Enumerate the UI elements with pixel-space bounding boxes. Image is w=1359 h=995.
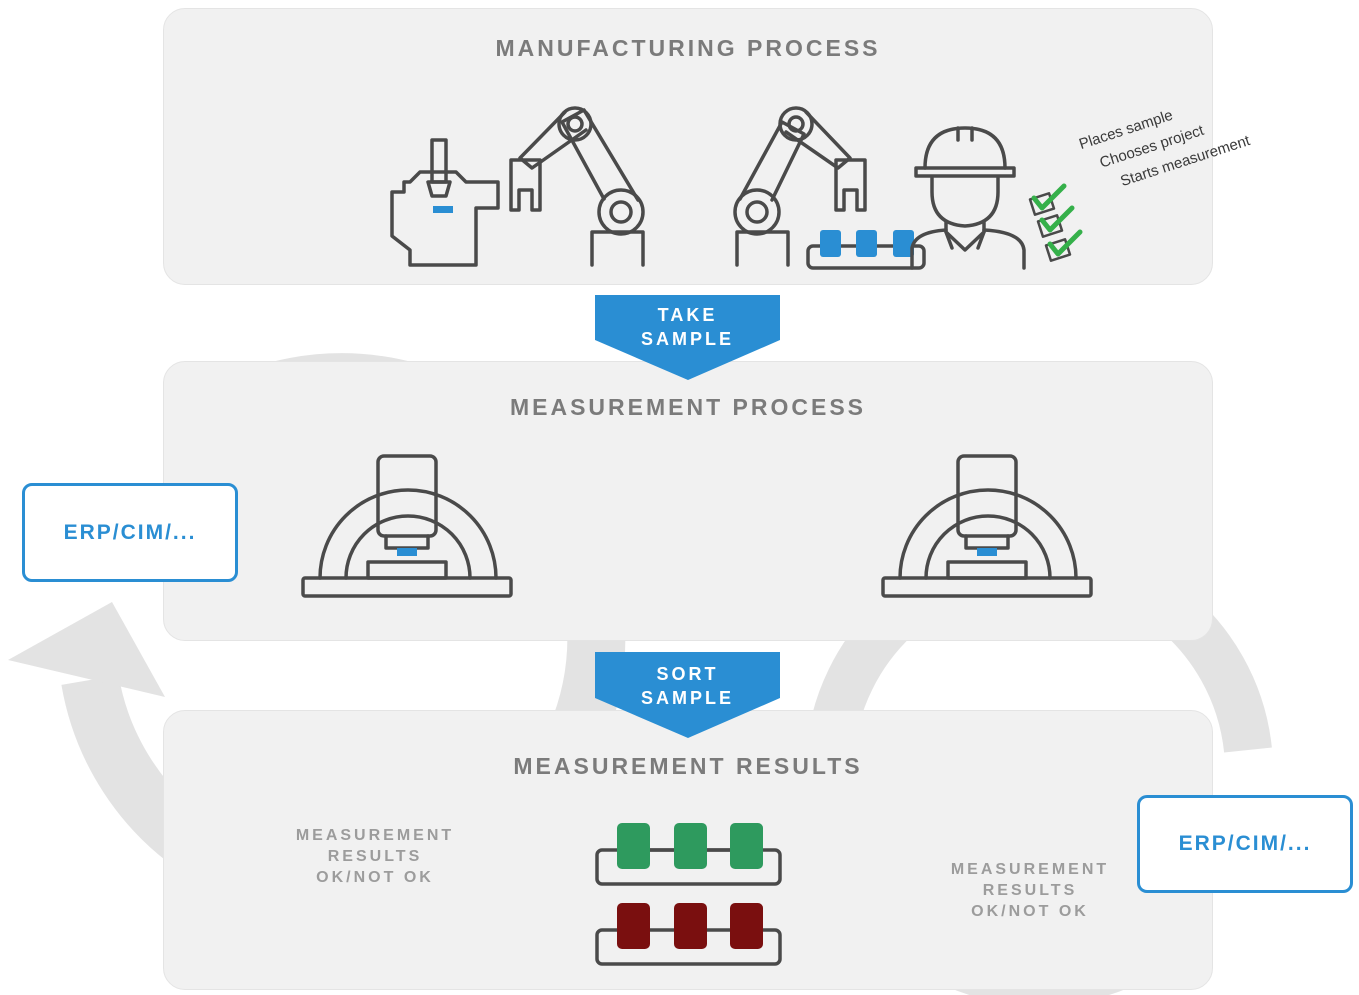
- measurement-title: MEASUREMENT PROCESS: [509, 394, 867, 420]
- results-ok-not-ok-text-left: MEASUREMENT RESULTS OK/NOT OK: [295, 827, 455, 886]
- take-sample-arrow: [595, 295, 780, 380]
- sort-sample-label: SORT SAMPLE: [640, 664, 734, 708]
- erp-cim-box-left: ERP/CIM/...: [22, 483, 238, 582]
- sort-sample-arrow: [595, 652, 780, 738]
- measuring-machine-icon: [301, 454, 513, 598]
- ok-samples-tray-icon: [595, 823, 782, 886]
- results-ok-not-ok-text-right: MEASUREMENT RESULTS OK/NOT OK: [950, 861, 1110, 920]
- not-ok-samples-tray-icon: [595, 903, 782, 966]
- take-sample-label: TAKE SAMPLE: [640, 305, 734, 349]
- erp-cim-box-right: ERP/CIM/...: [1137, 795, 1353, 893]
- robot-arm-icon: [733, 106, 867, 267]
- manufacturing-title: MANUFACTURING PROCESS: [495, 35, 881, 61]
- robot-arm-icon: [509, 106, 645, 267]
- results-title: MEASUREMENT RESULTS: [513, 753, 863, 779]
- press-machine-icon: [390, 138, 500, 267]
- manufacturing-process-panel: MANUFACTURING PROCESS: [163, 8, 1213, 285]
- worker-icon: [910, 126, 1026, 270]
- checklist-icon: [1028, 183, 1083, 262]
- sample-tray-icon: [806, 230, 926, 270]
- measuring-machine-icon: [881, 454, 1093, 598]
- left-loop-arrowhead: [8, 602, 165, 697]
